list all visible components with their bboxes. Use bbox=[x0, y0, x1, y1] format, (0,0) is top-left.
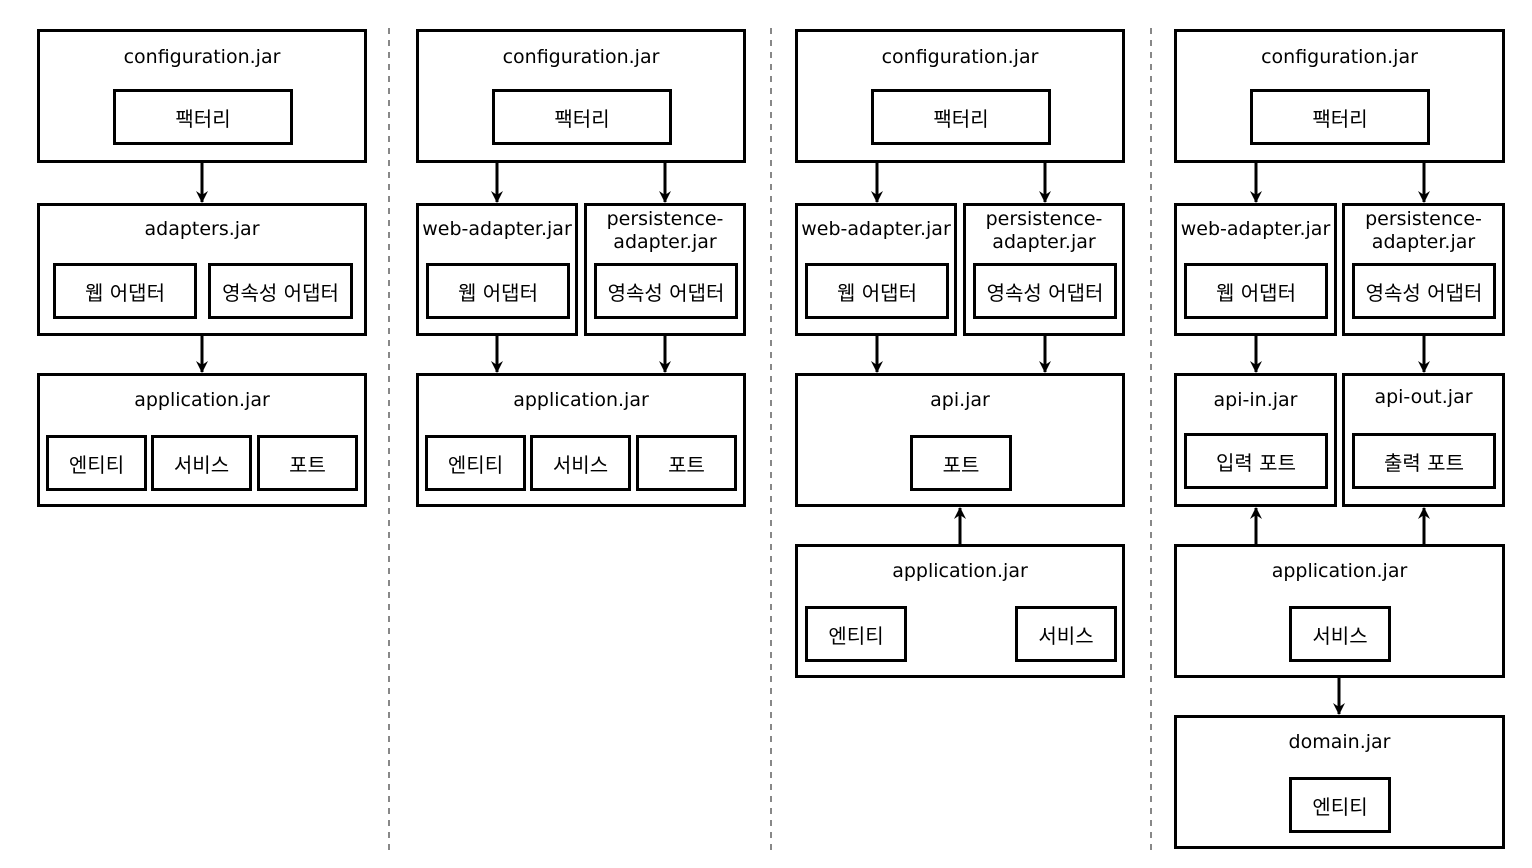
service-component: 서비스 bbox=[1015, 606, 1117, 662]
application-jar-box: application.jar 엔티티 서비스 bbox=[795, 544, 1125, 678]
persistence-adapter-component: 영속성 어댑터 bbox=[1352, 263, 1496, 319]
application-jar-box: application.jar 서비스 bbox=[1174, 544, 1505, 678]
box-title: configuration.jar bbox=[123, 46, 281, 68]
web-adapter-jar-box: web-adapter.jar 웹 어댑터 bbox=[416, 203, 578, 336]
persistence-adapter-jar-box: persistence-adapter.jar 영속성 어댑터 bbox=[1342, 203, 1505, 336]
domain-jar-box: domain.jar 엔티티 bbox=[1174, 715, 1505, 849]
adapters-jar-box: adapters.jar 웹 어댑터 영속성 어댑터 bbox=[37, 203, 367, 336]
box-title: web-adapter.jar bbox=[801, 218, 951, 240]
factory-component: 팩터리 bbox=[1250, 89, 1430, 145]
box-title: adapters.jar bbox=[144, 218, 260, 240]
output-port-component: 출력 포트 bbox=[1352, 433, 1496, 489]
box-title: configuration.jar bbox=[502, 46, 660, 68]
factory-component: 팩터리 bbox=[871, 89, 1051, 145]
box-title: application.jar bbox=[134, 389, 270, 411]
port-component: 포트 bbox=[910, 435, 1012, 491]
entity-component: 엔티티 bbox=[1289, 777, 1391, 833]
box-title: web-adapter.jar bbox=[422, 218, 572, 240]
factory-component: 팩터리 bbox=[492, 89, 672, 145]
service-component: 서비스 bbox=[151, 435, 252, 491]
configuration-jar-box: configuration.jar 팩터리 bbox=[416, 29, 746, 163]
service-component: 서비스 bbox=[530, 435, 631, 491]
box-title: persistence-adapter.jar bbox=[606, 208, 724, 253]
port-component: 포트 bbox=[257, 435, 358, 491]
entity-component: 엔티티 bbox=[805, 606, 907, 662]
persistence-adapter-component: 영속성 어댑터 bbox=[208, 263, 353, 319]
application-jar-box: application.jar 엔티티 서비스 포트 bbox=[416, 373, 746, 507]
box-title: api-out.jar bbox=[1374, 386, 1473, 408]
input-port-component: 입력 포트 bbox=[1184, 433, 1328, 489]
persistence-adapter-jar-box: persistence-adapter.jar 영속성 어댑터 bbox=[963, 203, 1125, 336]
api-out-jar-box: api-out.jar 출력 포트 bbox=[1342, 373, 1505, 507]
box-title: application.jar bbox=[892, 560, 1028, 582]
web-adapter-jar-box: web-adapter.jar 웹 어댑터 bbox=[795, 203, 957, 336]
persistence-adapter-jar-box: persistence-adapter.jar 영속성 어댑터 bbox=[584, 203, 746, 336]
box-title: domain.jar bbox=[1288, 731, 1391, 753]
entity-component: 엔티티 bbox=[46, 435, 147, 491]
box-title: application.jar bbox=[1271, 560, 1408, 582]
web-adapter-component: 웹 어댑터 bbox=[1184, 263, 1328, 319]
box-title: configuration.jar bbox=[1261, 46, 1418, 68]
box-title: api-in.jar bbox=[1213, 389, 1298, 411]
api-in-jar-box: api-in.jar 입력 포트 bbox=[1174, 373, 1337, 507]
box-title: configuration.jar bbox=[881, 46, 1039, 68]
web-adapter-component: 웹 어댑터 bbox=[53, 263, 197, 319]
entity-component: 엔티티 bbox=[425, 435, 526, 491]
persistence-adapter-component: 영속성 어댑터 bbox=[594, 263, 738, 319]
service-component: 서비스 bbox=[1289, 606, 1391, 662]
configuration-jar-box: configuration.jar 팩터리 bbox=[37, 29, 367, 163]
configuration-jar-box: configuration.jar 팩터리 bbox=[1174, 29, 1505, 163]
web-adapter-jar-box: web-adapter.jar 웹 어댑터 bbox=[1174, 203, 1337, 336]
web-adapter-component: 웹 어댑터 bbox=[805, 263, 949, 319]
web-adapter-component: 웹 어댑터 bbox=[426, 263, 570, 319]
configuration-jar-box: configuration.jar 팩터리 bbox=[795, 29, 1125, 163]
box-title: persistence-adapter.jar bbox=[985, 208, 1103, 253]
box-title: web-adapter.jar bbox=[1180, 218, 1331, 240]
box-title: application.jar bbox=[513, 389, 649, 411]
persistence-adapter-component: 영속성 어댑터 bbox=[973, 263, 1117, 319]
api-jar-box: api.jar 포트 bbox=[795, 373, 1125, 507]
application-jar-box: application.jar 엔티티 서비스 포트 bbox=[37, 373, 367, 507]
box-title: api.jar bbox=[930, 389, 990, 411]
factory-component: 팩터리 bbox=[113, 89, 293, 145]
port-component: 포트 bbox=[636, 435, 737, 491]
box-title: persistence-adapter.jar bbox=[1365, 208, 1482, 253]
